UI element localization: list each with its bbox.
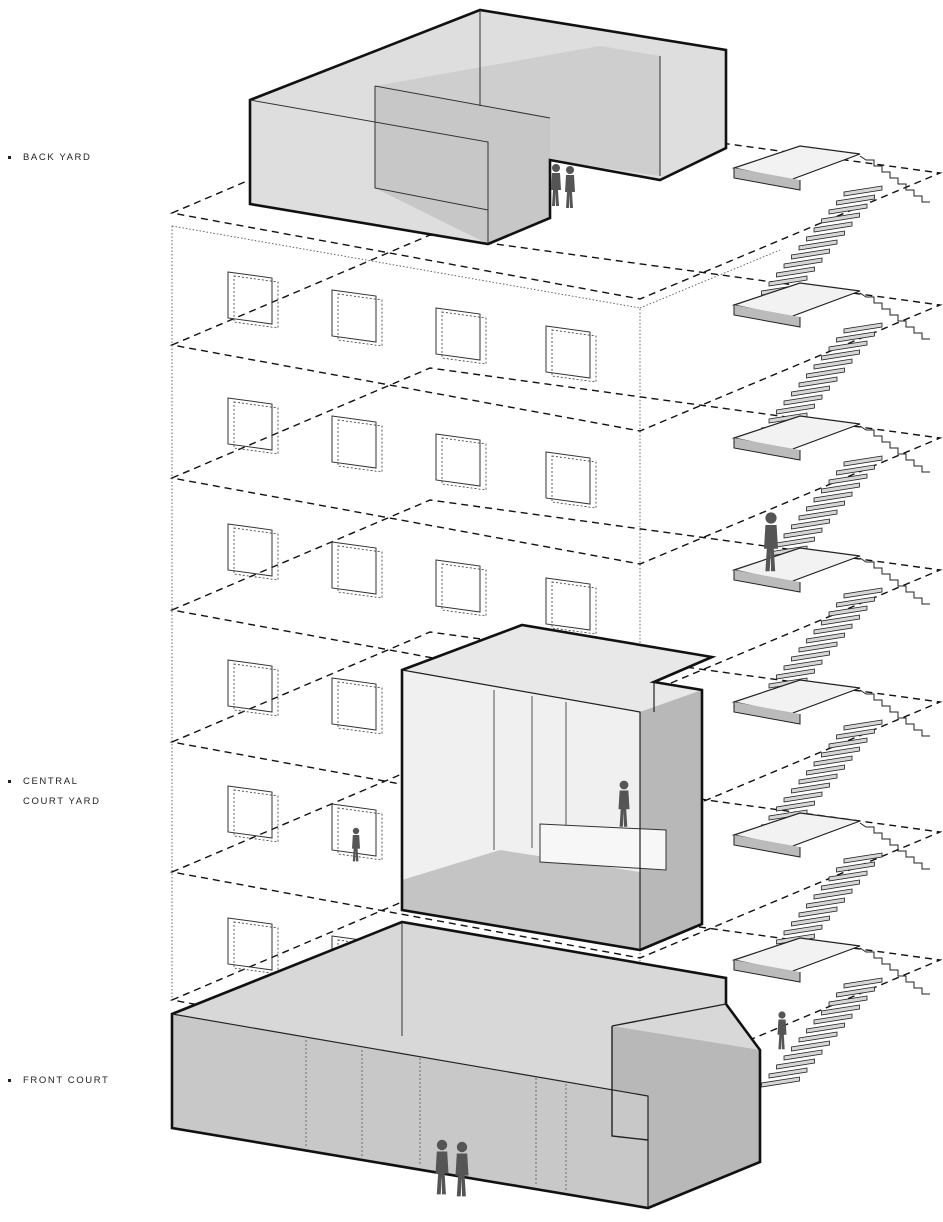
stair-profile [859, 689, 930, 737]
stair-flight [761, 185, 883, 296]
stair-profile [859, 822, 930, 870]
floor-plate [169, 499, 943, 697]
stair-flight [761, 587, 883, 698]
person-figure-icon [551, 164, 561, 206]
label-central-court-yard: CENTRAL COURT YARD [8, 772, 101, 812]
window [331, 677, 383, 735]
person-figure-icon [455, 1141, 469, 1197]
stair-landing-edge [733, 960, 801, 983]
window [435, 559, 487, 617]
floor-plate [169, 889, 943, 1087]
floor-plate [169, 761, 943, 959]
central-court-yard-volume [400, 623, 717, 952]
window [435, 433, 487, 491]
stair-profile [859, 947, 930, 995]
stair-tower [731, 145, 930, 1088]
window [331, 415, 383, 473]
label-back-yard: BACK YARD [8, 148, 91, 168]
window [227, 271, 279, 329]
person-figure-icon [764, 512, 778, 572]
bullet-icon [8, 779, 11, 783]
stair-profile [859, 557, 930, 605]
person-figure-icon [777, 1011, 787, 1050]
person-figure-icon [565, 166, 575, 208]
stair-flight [761, 719, 883, 830]
person-figure-icon [618, 780, 630, 827]
stair-landing-edge [733, 702, 801, 725]
back-yard-volume [248, 8, 728, 246]
person-figure-icon [352, 164, 787, 1197]
window [545, 451, 597, 509]
window [545, 577, 597, 635]
window [227, 785, 279, 843]
person-figure-icon [435, 1139, 449, 1195]
stair-landing-edge [733, 570, 801, 593]
stair-flight [761, 322, 883, 433]
window [227, 523, 279, 581]
bullet-icon [8, 155, 11, 159]
floor-plate [169, 631, 943, 829]
stair-landing-edge [733, 835, 801, 858]
building-outline [171, 225, 781, 1010]
window [545, 325, 597, 383]
stair-landing-edge [733, 438, 801, 461]
floor-plate [169, 234, 943, 432]
window [435, 307, 487, 365]
stair-profile [859, 425, 930, 473]
window [331, 541, 383, 599]
stair-profile [859, 292, 930, 340]
window [331, 289, 383, 347]
bullet-icon [8, 1078, 11, 1082]
person-figure-icon [352, 827, 360, 862]
stair-profile [859, 155, 930, 203]
window [227, 397, 279, 455]
stair-landing-edge [733, 168, 801, 191]
stair-landing-edge [733, 305, 801, 328]
front-court-volume [170, 920, 762, 1210]
stair-flight [761, 977, 883, 1088]
stair-flight [761, 455, 883, 566]
floor-plate [169, 367, 943, 565]
label-front-court: FRONT COURT [8, 1071, 109, 1091]
